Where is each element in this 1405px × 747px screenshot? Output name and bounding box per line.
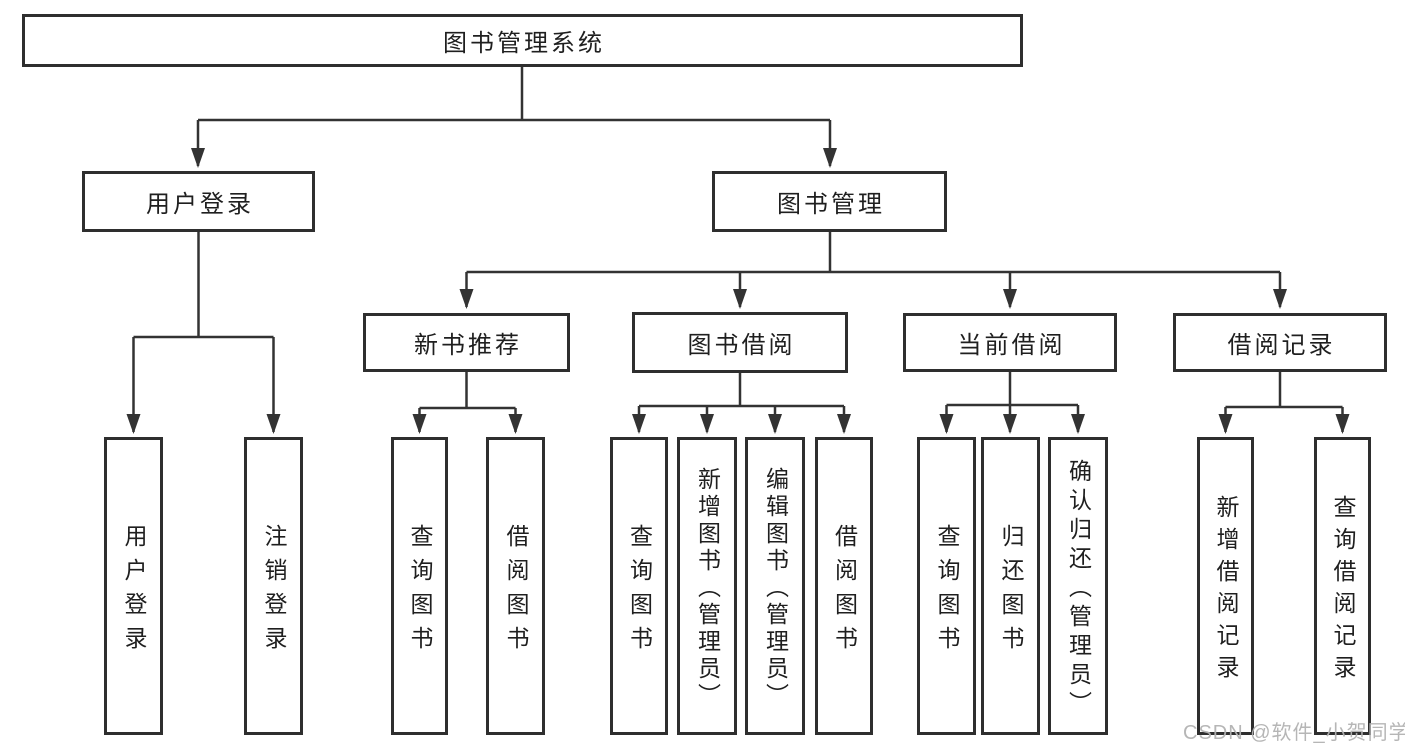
node-label: 用户登录 <box>121 523 147 660</box>
node-user-login: 用户登录 <box>82 171 315 232</box>
node-label: 归还图书 <box>998 523 1024 660</box>
node-label: 图书借阅 <box>687 332 796 359</box>
leaf-add-borrow-record: 新增借阅记录 <box>1197 437 1254 735</box>
node-new-book-recommend: 新书推荐 <box>363 313 570 372</box>
node-label: 借阅图书 <box>831 523 858 660</box>
leaf-edit-books-admin: 编辑图书（管理员） <box>745 437 805 735</box>
leaf-add-books-admin: 新增图书（管理员） <box>677 437 737 735</box>
node-label: 当前借阅 <box>957 332 1066 359</box>
leaf-confirm-return-admin: 确认归还（管理员） <box>1048 437 1108 735</box>
node-label: 新增图书（管理员） <box>694 466 721 710</box>
leaf-query-borrow-record: 查询借阅记录 <box>1314 437 1371 735</box>
node-label: 用户登录 <box>146 191 254 218</box>
node-label: 注销登录 <box>261 523 287 660</box>
node-label: 图书管理 <box>777 191 885 218</box>
node-label: 确认归还（管理员） <box>1065 458 1092 720</box>
node-label: 编辑图书（管理员） <box>762 466 789 710</box>
node-label: 查询借阅记录 <box>1330 494 1356 687</box>
leaf-logout: 注销登录 <box>244 437 303 735</box>
node-borrow-records: 借阅记录 <box>1173 313 1387 372</box>
leaf-query-books: 查询图书 <box>610 437 668 735</box>
node-current-borrow: 当前借阅 <box>903 313 1117 372</box>
node-label: 图书管理系统 <box>443 30 605 57</box>
leaf-borrow-books: 借阅图书 <box>486 437 545 735</box>
watermark: CSDN @软件_小贺同学 <box>1183 722 1405 744</box>
node-book-management: 图书管理 <box>712 171 947 232</box>
node-label: 借阅图书 <box>503 523 529 660</box>
leaf-query-books: 查询图书 <box>917 437 976 735</box>
leaf-user-login: 用户登录 <box>104 437 163 735</box>
node-root: 图书管理系统 <box>22 14 1023 67</box>
leaf-borrow-books: 借阅图书 <box>815 437 873 735</box>
leaf-return-books: 归还图书 <box>981 437 1040 735</box>
node-label: 查询图书 <box>934 523 960 660</box>
node-label: 查询图书 <box>407 523 433 660</box>
node-label: 借阅记录 <box>1227 332 1336 359</box>
node-label: 查询图书 <box>626 523 653 660</box>
leaf-query-books: 查询图书 <box>391 437 448 735</box>
node-label: 新增借阅记录 <box>1213 494 1239 687</box>
node-label: 新书推荐 <box>414 332 522 359</box>
node-book-borrow: 图书借阅 <box>632 312 848 373</box>
